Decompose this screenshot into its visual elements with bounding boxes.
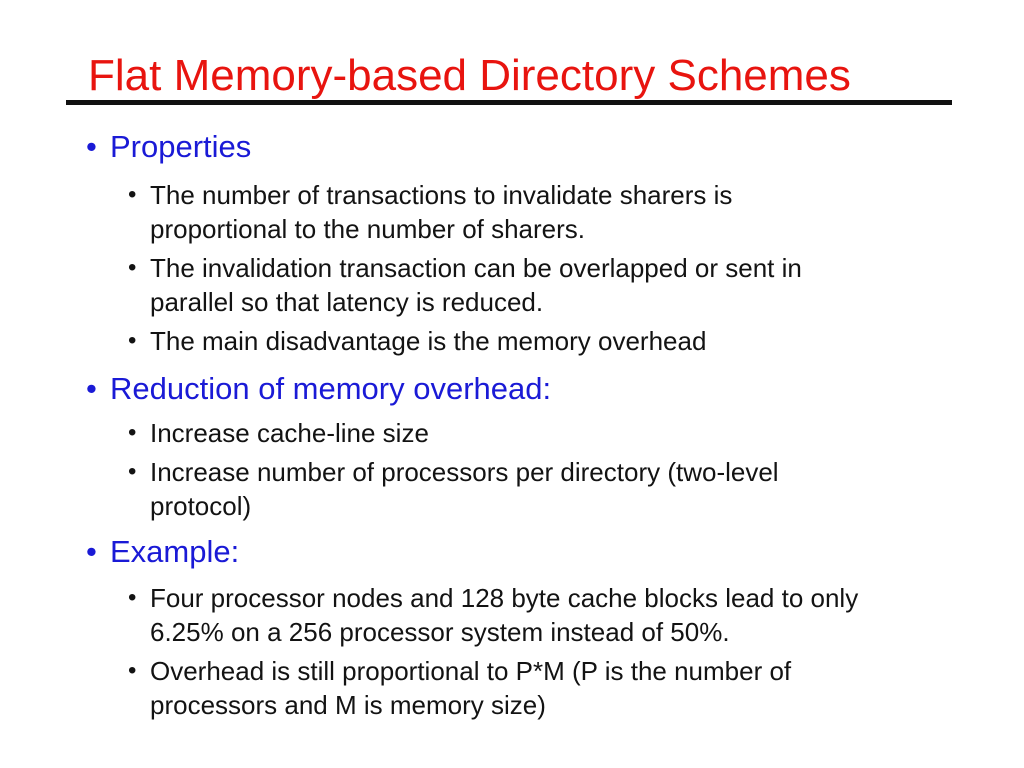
- slide-title: Flat Memory-based Directory Schemes: [88, 51, 851, 100]
- title-underline: [66, 100, 952, 105]
- bullet-icon: •: [128, 419, 137, 446]
- bullet-icon: •: [128, 458, 137, 485]
- bullet-icon: •: [128, 584, 137, 611]
- bullet-icon: •: [86, 371, 97, 406]
- bullet-icon: •: [128, 657, 137, 684]
- bullet-item-text: Overhead is still proportional to P*M (P…: [150, 656, 792, 720]
- bullet-item-transactions: • The number of transactions to invalida…: [128, 178, 732, 246]
- bullet-item-processors-per-directory: • Increase number of processors per dire…: [128, 455, 779, 523]
- bullet-item-overhead-pm: • Overhead is still proportional to P*M …: [128, 654, 791, 722]
- bullet-item-text: The main disadvantage is the memory over…: [150, 326, 707, 356]
- bullet-icon: •: [128, 327, 137, 354]
- heading-label: Reduction of memory overhead:: [110, 371, 552, 406]
- bullet-icon: •: [128, 181, 137, 208]
- bullet-icon: •: [128, 254, 137, 281]
- heading-example: • Example:: [86, 532, 239, 572]
- heading-label: Properties: [110, 129, 252, 164]
- bullet-item-text: The invalidation transaction can be over…: [150, 253, 802, 317]
- bullet-item-text: Four processor nodes and 128 byte cache …: [150, 583, 859, 647]
- bullet-item-disadvantage: • The main disadvantage is the memory ov…: [128, 324, 706, 358]
- heading-properties: • Properties: [86, 127, 251, 167]
- bullet-item-text: Increase number of processors per direct…: [150, 457, 779, 521]
- bullet-icon: •: [86, 534, 97, 569]
- bullet-item-text: Increase cache-line size: [150, 418, 429, 448]
- bullet-item-four-processors: • Four processor nodes and 128 byte cach…: [128, 581, 858, 649]
- bullet-item-text: The number of transactions to invalidate…: [150, 180, 733, 244]
- heading-label: Example:: [110, 534, 240, 569]
- heading-reduction: • Reduction of memory overhead:: [86, 369, 551, 409]
- bullet-item-cache-line: • Increase cache-line size: [128, 416, 429, 450]
- bullet-item-invalidation: • The invalidation transaction can be ov…: [128, 251, 802, 319]
- bullet-icon: •: [86, 129, 97, 164]
